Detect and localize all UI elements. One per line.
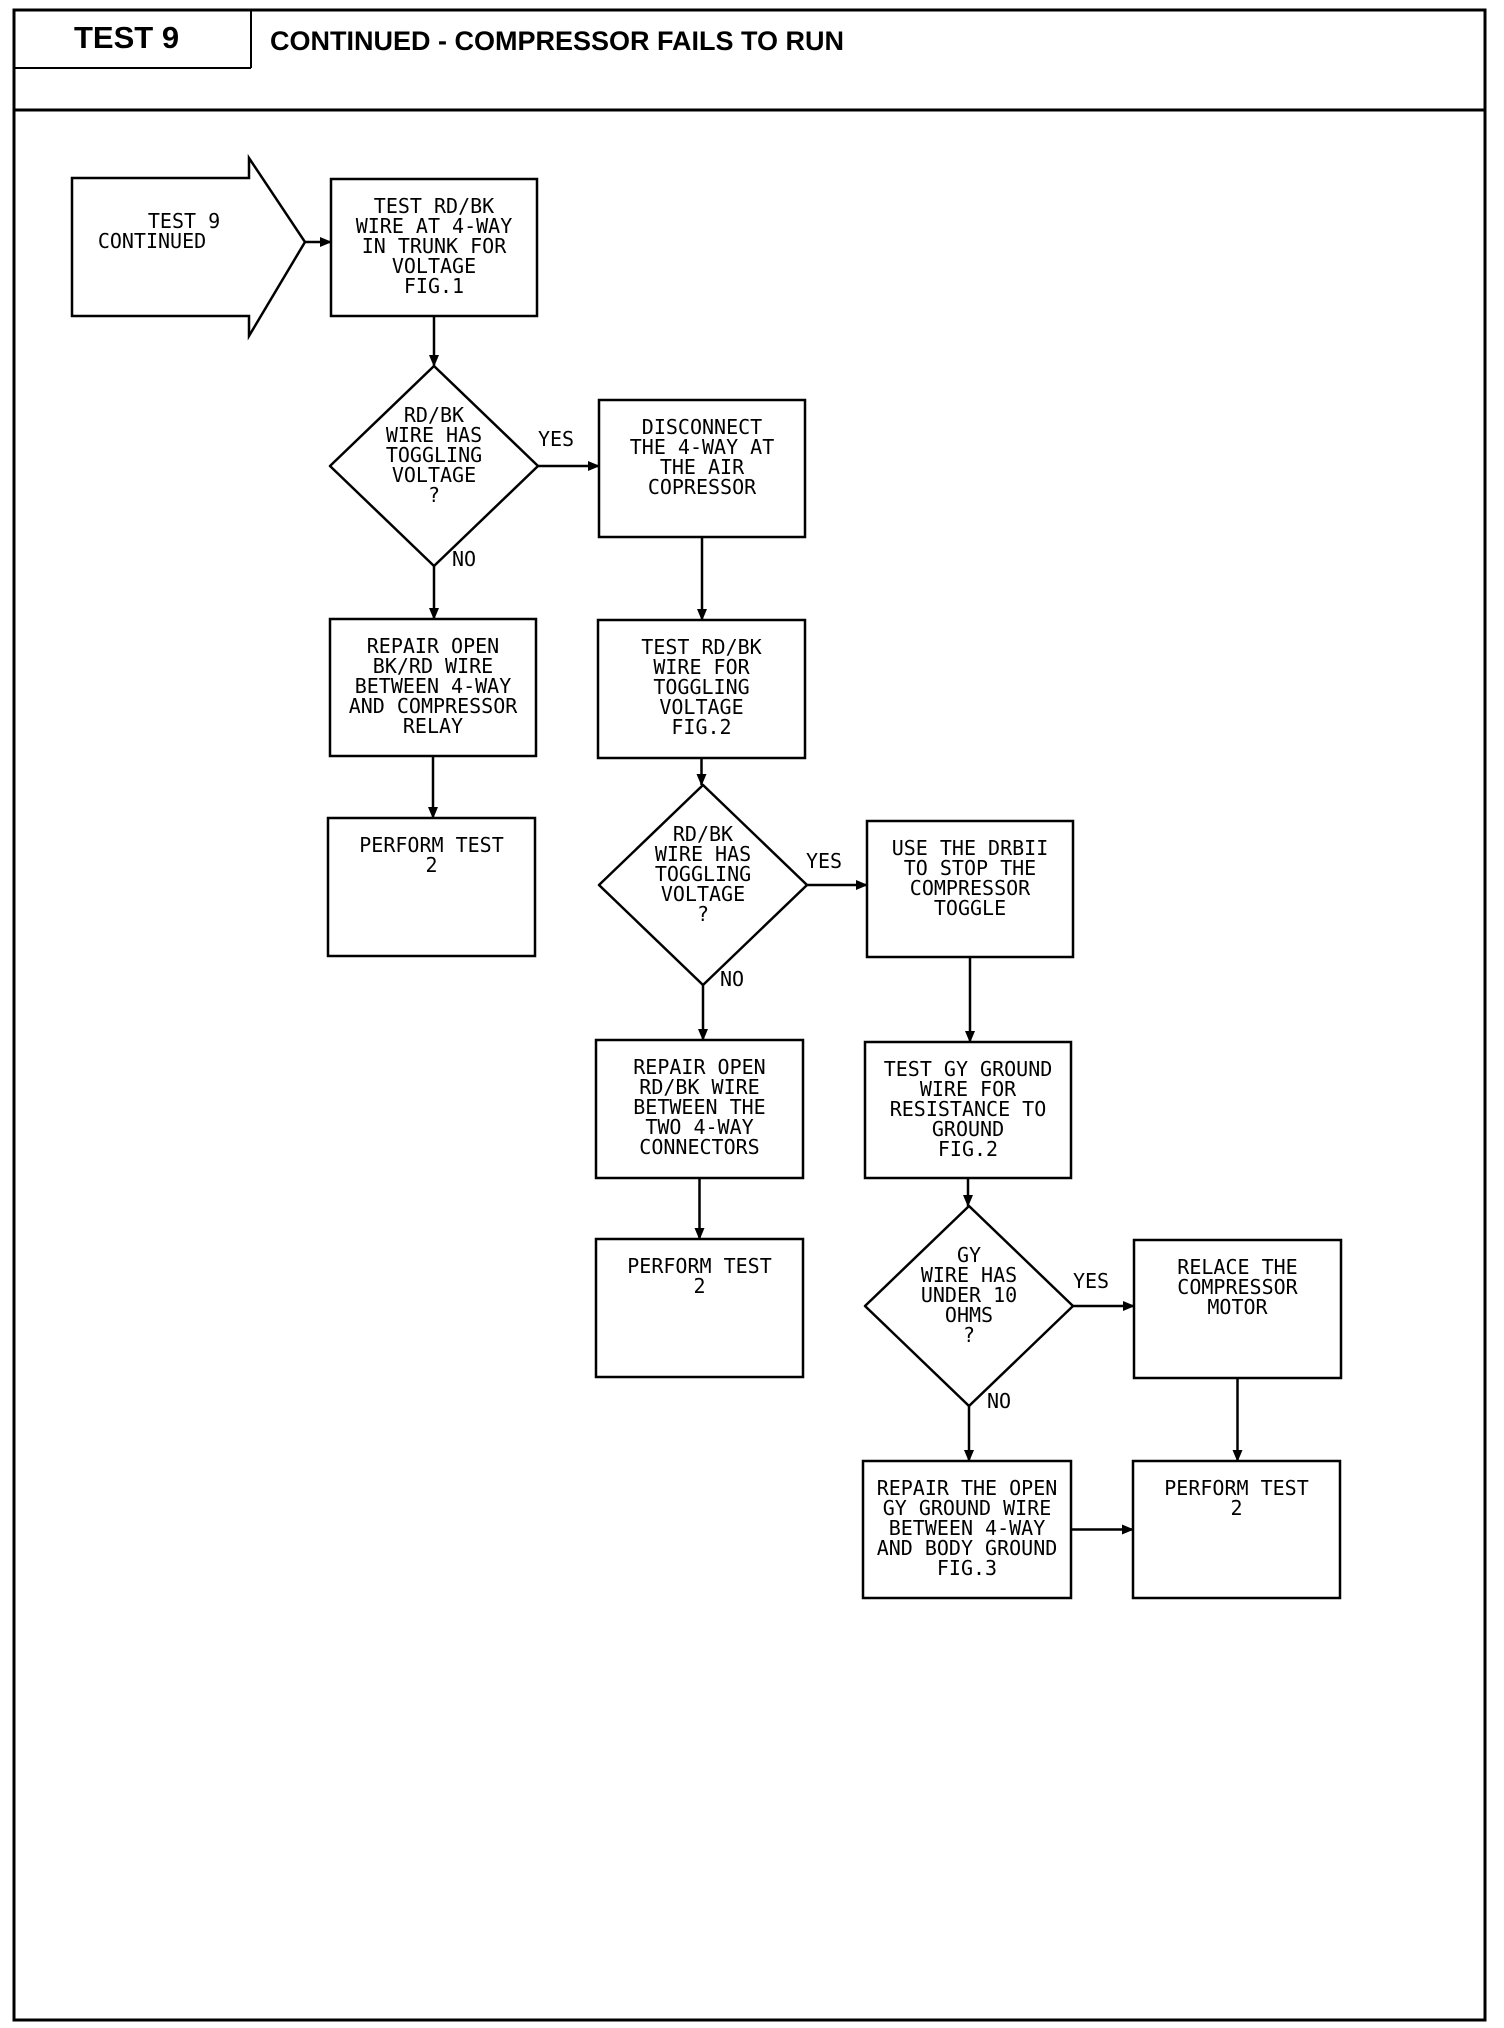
edge-label-yes: YES (1073, 1269, 1109, 1293)
process-box-text: THE 4-WAY AT (630, 435, 775, 459)
process-box-text: TO STOP THE (904, 856, 1036, 880)
decision-text: VOLTAGE (661, 882, 745, 906)
process-box-text: PERFORM TEST (627, 1254, 772, 1278)
process-box-text: BETWEEN 4-WAY (355, 674, 512, 698)
decision-text: OHMS (945, 1303, 993, 1327)
decision-text: ? (963, 1323, 975, 1347)
decision-text: ? (697, 902, 709, 926)
process-box-text: AND BODY GROUND (877, 1536, 1058, 1560)
process-box-text: RELAY (403, 714, 463, 738)
process-box-text: RELACE THE (1177, 1255, 1297, 1279)
edge-label-yes: YES (538, 427, 574, 451)
edge-label-yes: YES (806, 849, 842, 873)
decision-diamond-d2 (597, 783, 809, 987)
process-box-text: AND COMPRESSOR (349, 694, 519, 718)
process-box-text: 2 (425, 853, 437, 877)
process-box-n6 (865, 819, 1075, 959)
process-box-n9 (594, 1237, 805, 1379)
process-box-n2 (597, 398, 807, 539)
process-box-text: REPAIR THE OPEN (877, 1476, 1058, 1500)
process-box-text: USE THE DRBII (892, 836, 1049, 860)
process-box-text: FIG.2 (938, 1137, 998, 1161)
decision-text: WIRE HAS (655, 842, 751, 866)
edge-label-no: NO (987, 1389, 1011, 1413)
process-box-text: FIG.2 (671, 715, 731, 739)
process-box-text: WIRE FOR (653, 655, 750, 679)
process-box-text: TEST RD/BK (641, 635, 761, 659)
edge-label-no: NO (452, 547, 476, 571)
process-box-text: 2 (1230, 1496, 1242, 1520)
entry-arrow-shape (70, 153, 307, 341)
process-box-text: BK/RD WIRE (373, 654, 493, 678)
process-box-text: TEST GY GROUND (884, 1057, 1053, 1081)
decision-diamond-d1 (328, 364, 540, 568)
process-box-text: TWO 4-WAY (645, 1115, 753, 1139)
flow-edges: YES NO YES NO YES NO (305, 237, 1243, 1535)
process-box-n1 (329, 177, 539, 318)
process-box-text: TEST RD/BK (374, 194, 494, 218)
process-box-text: MOTOR (1207, 1295, 1268, 1319)
process-box-text: FIG.1 (404, 274, 464, 298)
process-box-text: RESISTANCE TO (890, 1097, 1047, 1121)
decision-text: TOGGLING (386, 443, 482, 467)
process-box-text: PERFORM TEST (359, 833, 504, 857)
entry-label: TEST 9 (148, 209, 220, 233)
entry-arrow (70, 153, 307, 341)
process-box-text: IN TRUNK FOR (362, 234, 507, 258)
decision-text: WIRE HAS (386, 423, 482, 447)
decision-text: RD/BK (404, 403, 464, 427)
process-box-text: PERFORM TEST (1164, 1476, 1309, 1500)
decision-text: GY (957, 1243, 981, 1267)
process-box-n5 (596, 618, 807, 760)
process-box-text: 2 (693, 1274, 705, 1298)
process-box-text: WIRE FOR (920, 1077, 1017, 1101)
process-box-text: BETWEEN 4-WAY (889, 1516, 1046, 1540)
process-box-text: TOGGLE (934, 896, 1006, 920)
process-box-text: VOLTAGE (659, 695, 743, 719)
decision-text: RD/BK (673, 822, 733, 846)
decision-text: VOLTAGE (392, 463, 476, 487)
page-title: CONTINUED - COMPRESSOR FAILS TO RUN (270, 26, 845, 56)
process-box-text: COMPRESSOR (1177, 1275, 1298, 1299)
process-box-text: GY GROUND WIRE (883, 1496, 1052, 1520)
process-box-text: REPAIR OPEN (633, 1055, 765, 1079)
process-box-n8 (863, 1040, 1073, 1180)
decision-text: WIRE HAS (921, 1263, 1017, 1287)
test-label: TEST 9 (74, 20, 180, 55)
process-box-text: CONNECTORS (639, 1135, 759, 1159)
process-box-text: COPRESSOR (648, 475, 757, 499)
process-box-text: RD/BK WIRE (639, 1075, 759, 1099)
process-box-n11 (861, 1459, 1073, 1600)
process-box-text: GROUND (932, 1117, 1004, 1141)
process-box-n3 (328, 617, 538, 758)
process-box-text: TOGGLING (653, 675, 749, 699)
edge-label-no: NO (720, 967, 744, 991)
process-box-n7 (594, 1038, 805, 1180)
decision-diamond-d3 (863, 1204, 1075, 1408)
process-box-text: THE AIR (660, 455, 745, 479)
process-box-text: VOLTAGE (392, 254, 476, 278)
process-box-n12 (1131, 1459, 1342, 1600)
decision-text: ? (428, 483, 440, 507)
process-box-text: WIRE AT 4-WAY (356, 214, 513, 238)
process-box-n10 (1132, 1238, 1343, 1380)
process-box-text: REPAIR OPEN (367, 634, 499, 658)
entry-label: CONTINUED (98, 229, 206, 253)
process-box-n4 (326, 816, 537, 958)
process-box-text: BETWEEN THE (633, 1095, 765, 1119)
process-box-text: FIG.3 (937, 1556, 997, 1580)
decision-text: UNDER 10 (921, 1283, 1017, 1307)
process-box-text: DISCONNECT (642, 415, 762, 439)
decision-text: TOGGLING (655, 862, 751, 886)
process-box-text: COMPRESSOR (910, 876, 1031, 900)
